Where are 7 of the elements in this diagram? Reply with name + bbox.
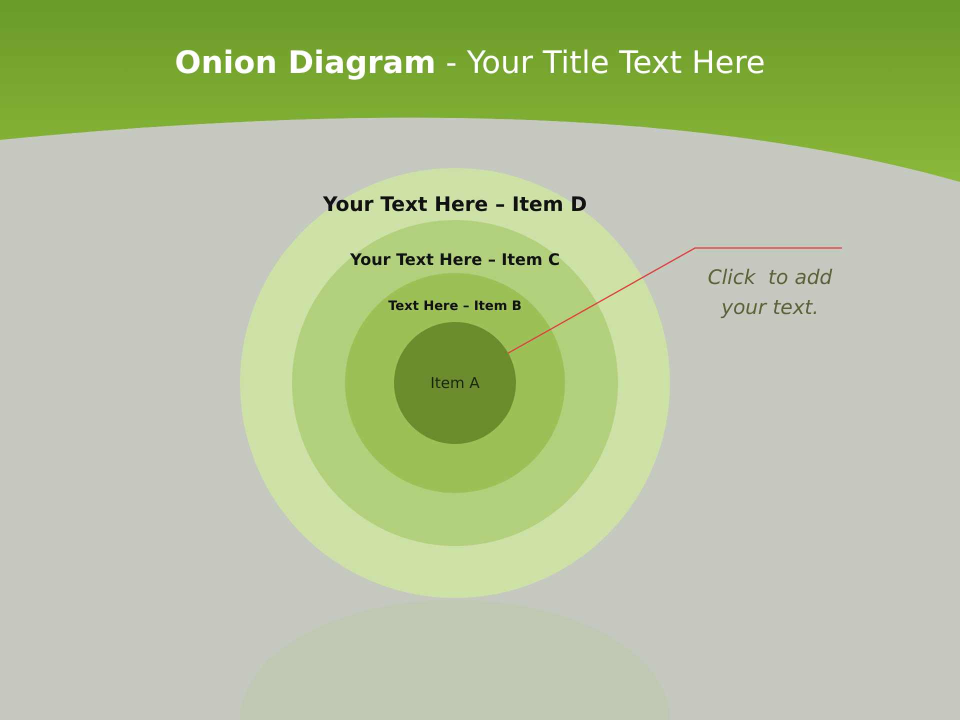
ring-label: Your Text Here – Item D (322, 192, 588, 216)
ring-label: Text Here – Item B (387, 299, 523, 314)
callout-text: Click to add your text. (690, 248, 850, 328)
ring-label: Your Text Here – Item C (349, 250, 561, 269)
core-circle: Item A (394, 322, 516, 444)
leader-line (508, 247, 842, 354)
slide-title: Onion Diagram - Your Title Text Here (174, 45, 766, 81)
